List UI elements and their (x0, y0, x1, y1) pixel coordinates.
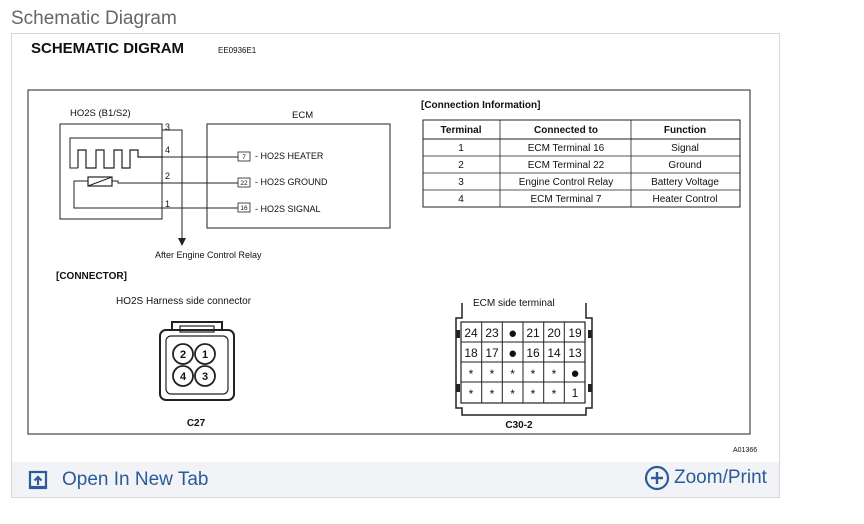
harness-id: C27 (187, 418, 206, 429)
zoom-plus-icon (644, 465, 670, 491)
heater-return (69, 137, 162, 169)
ecm-pin: 16 (526, 346, 540, 360)
ecm-heater-label: - HO2S HEATER (255, 151, 324, 161)
page-title: Schematic Diagram (11, 8, 177, 29)
harness-pin: 2 (180, 349, 186, 361)
pin-4: 4 (165, 145, 170, 155)
ecm-id: C30-2 (505, 420, 533, 431)
sensor-box (59, 123, 163, 220)
ecm-pin: * (469, 367, 474, 381)
ecm-signal-label: - HO2S SIGNAL (255, 204, 321, 214)
ecm-pin: * (490, 367, 495, 381)
pin-3: 3 (165, 122, 170, 132)
table-cell: 2 (458, 160, 464, 171)
ecm-pin-blank: ● (508, 345, 517, 362)
sensor-label: HO2S (B1/S2) (70, 108, 131, 119)
figure-code: A01366 (733, 447, 757, 454)
ecm-pin: 19 (568, 326, 582, 340)
ecm-pin: * (469, 387, 474, 401)
zoom-print-label: Zoom/Print (674, 467, 767, 488)
ecm-pin: 13 (568, 346, 582, 360)
table-cell: ECM Terminal 22 (528, 160, 605, 171)
zoom-print-link[interactable]: Zoom/Print (644, 464, 767, 492)
ecm-pin: * (510, 367, 515, 381)
ecm-pin: 1 (572, 386, 579, 400)
harness-pin: 3 (202, 371, 208, 383)
table-header-terminal: Terminal (441, 125, 482, 136)
ecm-pin: 24 (464, 326, 478, 340)
open-new-tab-icon (28, 470, 48, 490)
table-header-function: Function (664, 125, 706, 136)
ecm-pin: 23 (485, 326, 499, 340)
diagram-code: EE0936E1 (218, 46, 257, 55)
ecm-pin: 21 (526, 326, 540, 340)
ecm-side-connector: 24 23 ● 21 20 19 18 17 ● 16 14 13 * * * … (455, 303, 593, 416)
table-cell: Battery Voltage (651, 177, 719, 188)
open-in-new-tab-link[interactable]: Open In New Tab (28, 468, 208, 492)
ecm-ground-label: - HO2S GROUND (255, 177, 328, 187)
connector-title: [CONNECTOR] (56, 271, 127, 282)
pin-2: 2 (165, 171, 170, 181)
table-cell: Engine Control Relay (519, 177, 614, 188)
ecm-terminal-7: 7 (242, 154, 246, 161)
ecm-pin: * (510, 387, 515, 401)
harness-connector: 2 1 4 3 (159, 321, 235, 401)
relay-wire (162, 129, 183, 240)
ecm-side-label: ECM side terminal (473, 298, 555, 309)
ecm-pin-blank: ● (570, 365, 579, 382)
table-cell: Ground (668, 160, 701, 171)
diagram-frame (11, 33, 780, 498)
pin-1: 1 (165, 199, 170, 209)
ecm-label: ECM (292, 110, 313, 121)
open-in-new-tab-label: Open In New Tab (62, 469, 209, 490)
harness-pin: 1 (202, 349, 208, 361)
ecm-pin: * (552, 387, 557, 401)
table-cell: ECM Terminal 16 (528, 143, 605, 154)
ecm-pin-blank: ● (508, 325, 517, 342)
ecm-terminal-22: 22 (240, 180, 248, 187)
table-cell: 1 (458, 143, 464, 154)
ecm-pin: 17 (485, 346, 499, 360)
harness-pin: 4 (180, 371, 187, 383)
ecm-terminal-16: 16 (240, 205, 248, 212)
connection-table: Terminal Connected to Function 1 ECM Ter… (422, 119, 741, 208)
diagram-heading: SCHEMATIC DIGRAM (31, 40, 184, 57)
ecm-pin: * (531, 367, 536, 381)
ecm-box (206, 123, 391, 229)
ecm-pin: * (531, 387, 536, 401)
table-header-connected: Connected to (534, 125, 598, 136)
harness-label: HO2S Harness side connector (116, 296, 252, 307)
relay-arrow-icon (178, 238, 186, 246)
table-cell: Signal (671, 143, 699, 154)
ecm-pin: 18 (464, 346, 478, 360)
table-cell: 3 (458, 177, 464, 188)
table-cell: Heater Control (652, 194, 717, 205)
ecm-pin: 20 (547, 326, 561, 340)
ecm-pin: * (552, 367, 557, 381)
relay-note: After Engine Control Relay (155, 250, 262, 260)
schematic-border (27, 89, 751, 435)
table-cell: ECM Terminal 7 (531, 194, 602, 205)
table-cell: 4 (458, 194, 464, 205)
connection-info-title: [Connection Information] (421, 100, 540, 111)
ecm-pin: 14 (547, 346, 561, 360)
heater-element (77, 149, 162, 169)
ecm-pin: * (490, 387, 495, 401)
